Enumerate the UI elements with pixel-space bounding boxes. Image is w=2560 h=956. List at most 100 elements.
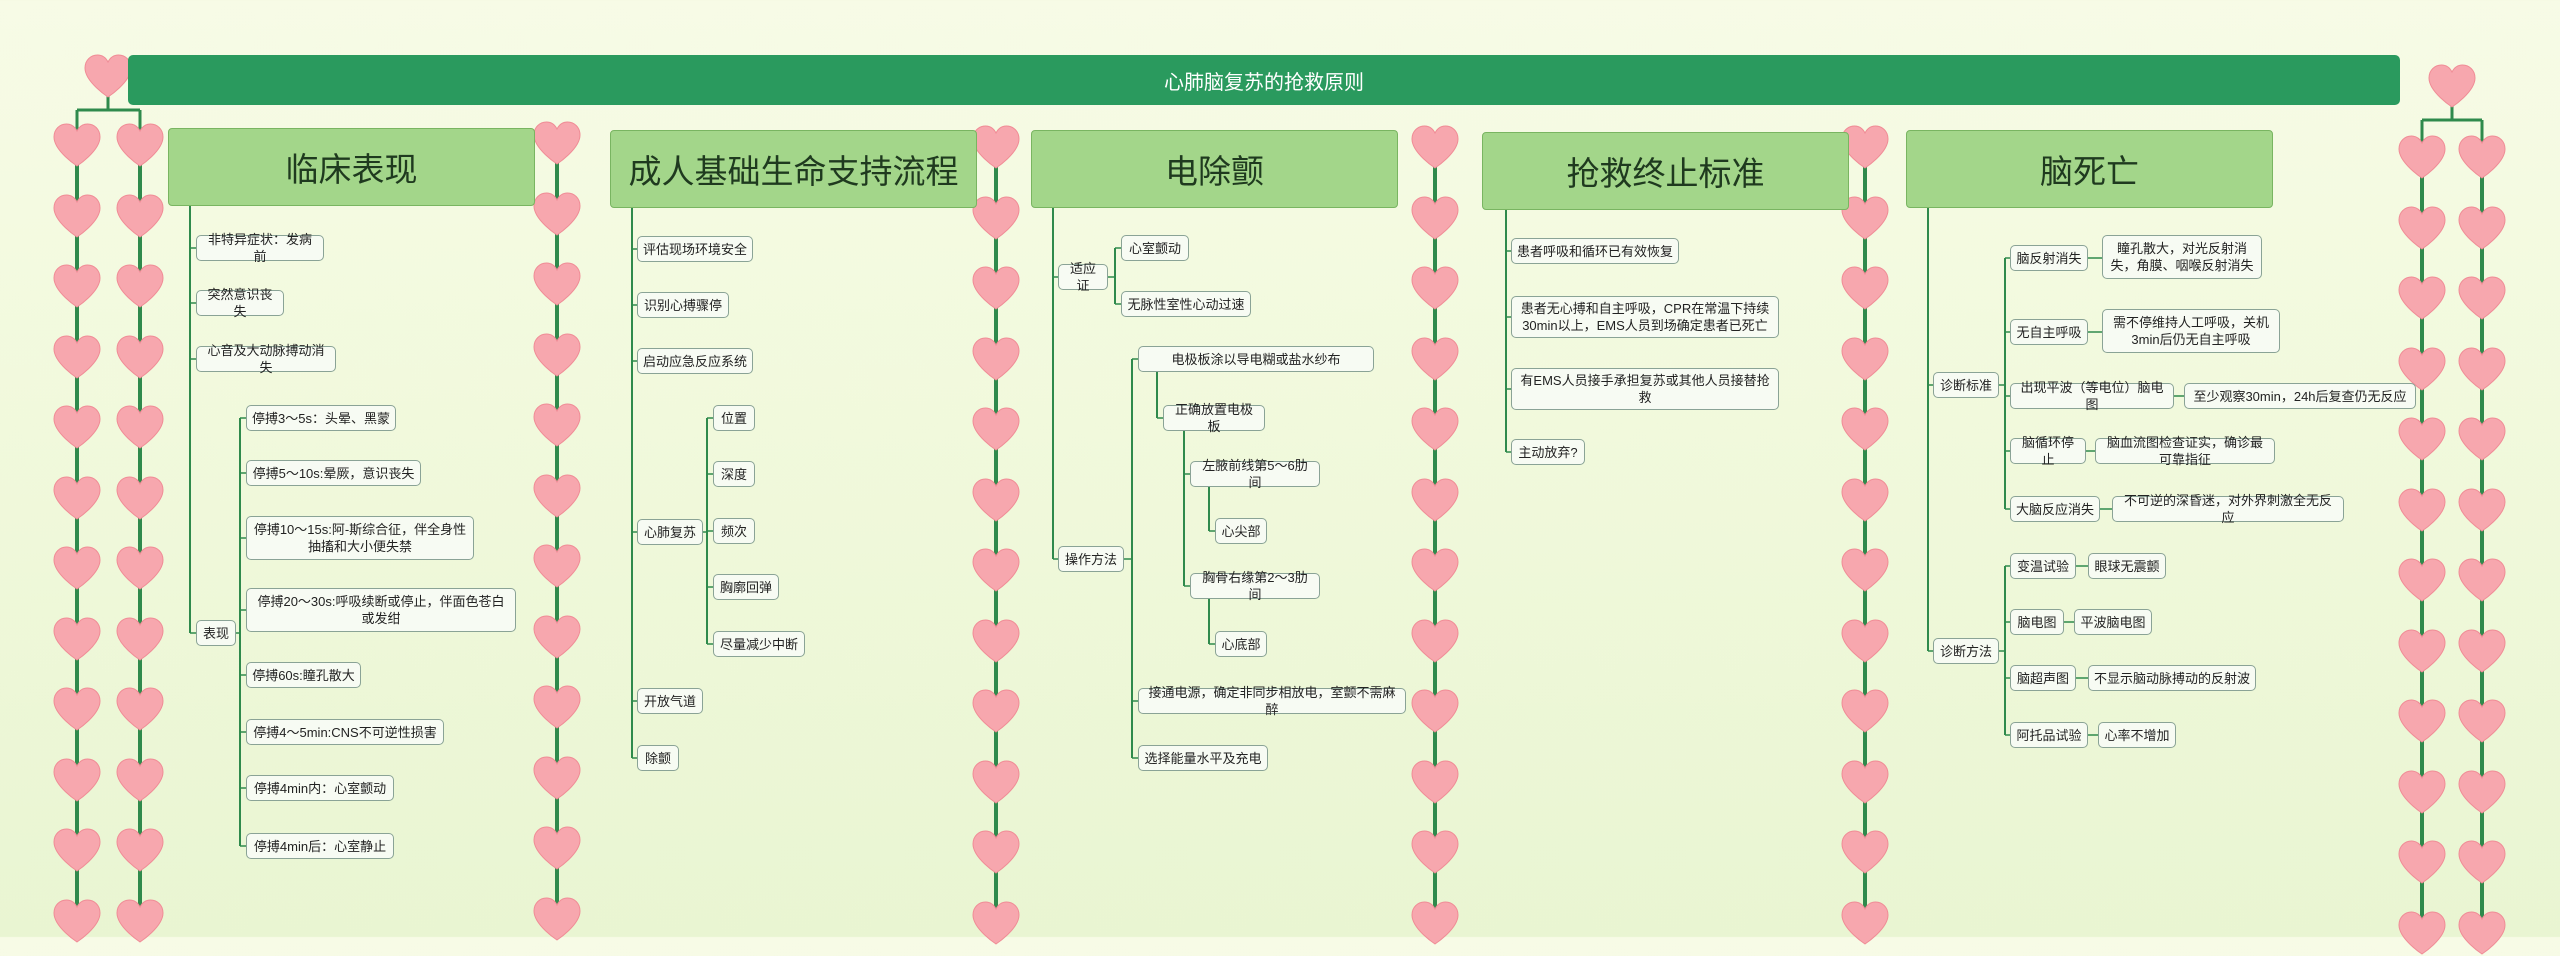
heart-icon xyxy=(1410,336,1460,382)
brain-death-item[interactable]: 诊断方法 xyxy=(1933,638,1999,664)
heart-icon xyxy=(52,475,102,521)
bls-item[interactable]: 评估现场环境安全 xyxy=(637,236,753,262)
criterion-label[interactable]: 无自主呼吸 xyxy=(2010,319,2088,345)
heart-icon xyxy=(532,543,582,589)
bls-sub-item[interactable]: 频次 xyxy=(713,518,755,544)
bls-item[interactable]: 识别心搏骤停 xyxy=(637,292,729,318)
defib-step[interactable]: 正确放置电极板 xyxy=(1163,402,1265,434)
heart-icon xyxy=(2457,416,2507,462)
heart-icon xyxy=(532,825,582,871)
criterion-detail[interactable]: 需不停维持人工呼吸，关机3min后仍无自主呼吸 xyxy=(2102,309,2280,353)
heart-icon xyxy=(1840,406,1890,452)
criterion-detail[interactable]: 瞳孔散大，对光反射消失，角膜、咽喉反射消失 xyxy=(2102,235,2262,279)
criterion-label[interactable]: 脑反射消失 xyxy=(2010,245,2088,271)
section-header-defib[interactable]: 电除颤 xyxy=(1031,130,1398,208)
clinical-item[interactable]: 突然意识丧失 xyxy=(196,287,284,319)
bls-item[interactable]: 除颤 xyxy=(637,745,679,771)
defib-step[interactable]: 心尖部 xyxy=(1215,518,1267,544)
heart-icon xyxy=(1410,195,1460,241)
clinical-sub-item[interactable]: 停搏5～10s:晕厥，意识丧失 xyxy=(246,460,421,486)
heart-icon xyxy=(971,265,1021,311)
bls-sub-item[interactable]: 胸廓回弹 xyxy=(713,574,779,600)
heart-icon xyxy=(2427,63,2477,109)
heart-icon xyxy=(2397,134,2447,180)
criterion-label[interactable]: 大脑反应消失 xyxy=(2010,496,2100,522)
criterion-label[interactable]: 脑循环停止 xyxy=(2010,435,2086,467)
method-label[interactable]: 脑电图 xyxy=(2010,609,2064,635)
termination-item[interactable]: 有EMS人员接手承担复苏或其他人员接替抢救 xyxy=(1511,368,1779,410)
bls-sub-item[interactable]: 尽量减少中断 xyxy=(713,631,805,657)
brain-death-item[interactable]: 诊断标准 xyxy=(1933,372,1999,398)
termination-item[interactable]: 患者无心搏和自主呼吸，CPR在常温下持续30min以上，EMS人员到场确定患者已… xyxy=(1511,296,1779,338)
method-detail[interactable]: 平波脑电图 xyxy=(2074,609,2152,635)
defib-step[interactable]: 胸骨右缘第2～3肋间 xyxy=(1190,570,1320,602)
heart-icon xyxy=(2397,487,2447,533)
heart-icon xyxy=(1840,829,1890,875)
heart-icon xyxy=(2457,769,2507,815)
termination-item[interactable]: 患者呼吸和循环已有效恢复 xyxy=(1511,238,1679,264)
clinical-sub-item[interactable]: 停搏4～5min:CNS不可逆性损害 xyxy=(246,719,444,745)
bls-sub-item[interactable]: 深度 xyxy=(713,461,755,487)
defib-item[interactable]: 适应证 xyxy=(1058,261,1108,293)
defib-step[interactable]: 左腋前线第5～6肋间 xyxy=(1190,458,1320,490)
clinical-sub-item[interactable]: 停搏4min后：心室静止 xyxy=(246,833,394,859)
heart-icon xyxy=(2457,346,2507,392)
defib-indication[interactable]: 心室颤动 xyxy=(1121,235,1189,261)
heart-icon xyxy=(2397,557,2447,603)
heart-icon xyxy=(1410,759,1460,805)
method-label[interactable]: 脑超声图 xyxy=(2010,665,2076,691)
heart-icon xyxy=(115,686,165,732)
clinical-item[interactable]: 非特异症状：发病前 xyxy=(196,232,324,264)
heart-icon xyxy=(1410,124,1460,170)
heart-icon xyxy=(1410,829,1460,875)
criterion-detail[interactable]: 不可逆的深昏迷，对外界刺激全无反应 xyxy=(2112,493,2344,525)
heart-icon xyxy=(115,334,165,380)
defib-item[interactable]: 操作方法 xyxy=(1058,546,1124,572)
heart-icon xyxy=(2457,910,2507,956)
defib-indication[interactable]: 无脉性室性心动过速 xyxy=(1121,291,1251,317)
section-header-brain-death[interactable]: 脑死亡 xyxy=(1906,130,2273,208)
heart-icon xyxy=(2457,487,2507,533)
clinical-item[interactable]: 表现 xyxy=(196,620,236,646)
bls-sub-item[interactable]: 位置 xyxy=(713,405,755,431)
heart-icon xyxy=(2457,275,2507,321)
method-detail[interactable]: 心率不增加 xyxy=(2098,722,2176,748)
section-header-clinical[interactable]: 临床表现 xyxy=(168,128,535,206)
heart-icon xyxy=(971,900,1021,946)
bls-item[interactable]: 心肺复苏 xyxy=(637,519,703,545)
heart-icon xyxy=(971,547,1021,593)
heart-icon xyxy=(52,193,102,239)
criterion-label[interactable]: 出现平波（等电位）脑电图 xyxy=(2010,380,2174,412)
heart-icon xyxy=(115,475,165,521)
heart-icon xyxy=(971,759,1021,805)
clinical-sub-item[interactable]: 停搏3～5s：头晕、黑蒙 xyxy=(246,405,396,431)
defib-step[interactable]: 心底部 xyxy=(1215,631,1267,657)
clinical-sub-item[interactable]: 停搏4min内：心室颤动 xyxy=(246,775,394,801)
bls-item[interactable]: 开放气道 xyxy=(637,688,703,714)
heart-icon xyxy=(2457,839,2507,885)
heart-icon xyxy=(115,193,165,239)
section-header-bls[interactable]: 成人基础生命支持流程 xyxy=(610,130,977,208)
heart-icon xyxy=(115,122,165,168)
heart-icon xyxy=(2457,628,2507,674)
method-label[interactable]: 阿托品试验 xyxy=(2010,722,2088,748)
defib-step[interactable]: 接通电源，确定非同步相放电，室颤不需麻醉 xyxy=(1138,685,1406,717)
heart-icon xyxy=(532,332,582,378)
criterion-detail[interactable]: 至少观察30min，24h后复查仍无反应 xyxy=(2184,383,2416,409)
clinical-item[interactable]: 心音及大动脉搏动消失 xyxy=(196,343,336,375)
clinical-sub-item[interactable]: 停搏60s:瞳孔散大 xyxy=(246,662,361,688)
defib-step[interactable]: 选择能量水平及充电 xyxy=(1138,745,1268,771)
clinical-sub-item[interactable]: 停搏10～15s:阿-斯综合征，伴全身性抽搐和大小便失禁 xyxy=(246,516,474,560)
method-detail[interactable]: 不显示脑动脉搏动的反射波 xyxy=(2088,665,2256,691)
defib-step[interactable]: 电极板涂以导电糊或盐水纱布 xyxy=(1138,346,1374,372)
method-detail[interactable]: 眼球无震颤 xyxy=(2088,553,2166,579)
method-label[interactable]: 变温试验 xyxy=(2010,553,2076,579)
bls-item[interactable]: 启动应急反应系统 xyxy=(637,348,753,374)
heart-icon xyxy=(1840,759,1890,805)
section-header-termination[interactable]: 抢救终止标准 xyxy=(1482,132,1849,210)
heart-icon xyxy=(115,616,165,662)
termination-item[interactable]: 主动放弃? xyxy=(1511,439,1585,465)
clinical-sub-item[interactable]: 停搏20～30s:呼吸续断或停止，伴面色苍白或发绀 xyxy=(246,588,516,632)
heart-icon xyxy=(2397,416,2447,462)
criterion-detail[interactable]: 脑血流图检查证实，确诊最可靠指征 xyxy=(2095,435,2275,467)
